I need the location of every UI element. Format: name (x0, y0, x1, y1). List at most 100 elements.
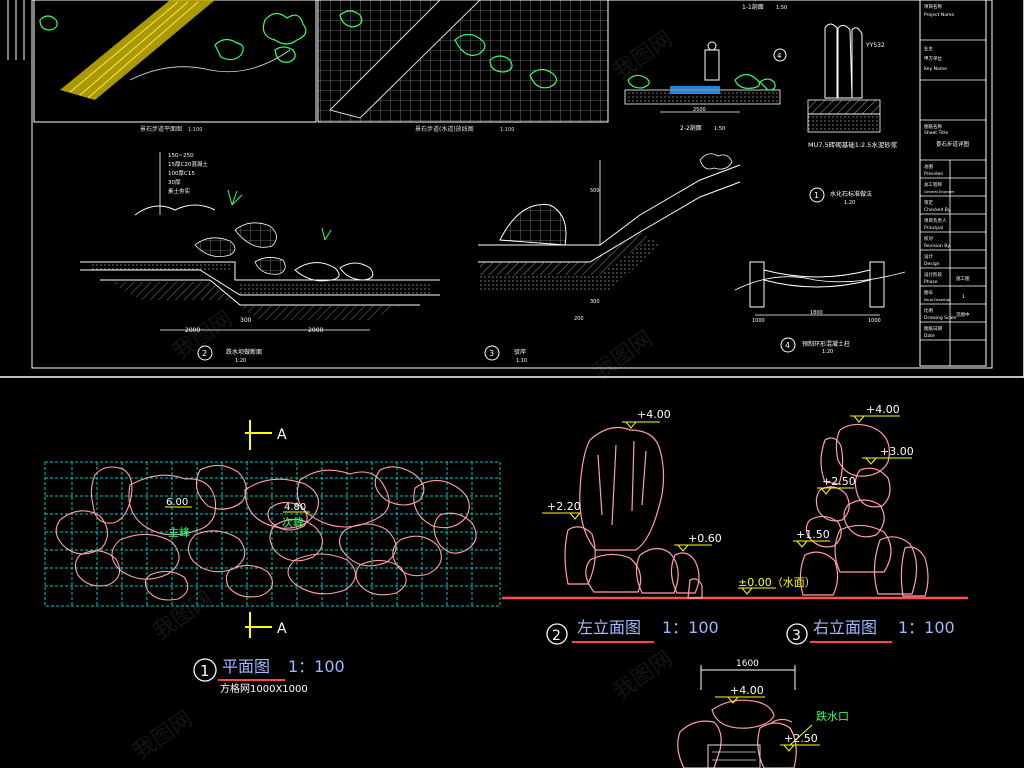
watermark-3: 我图网 (589, 327, 657, 385)
section-mark-a-top: A (277, 427, 287, 443)
stone-column-detail: MU7.5砖砌基础1:2.5水泥砂浆 YY532 1 水化石标准做法 1:20 (807, 23, 898, 206)
detail2-scale: 1:20 (235, 358, 246, 364)
detail3-num: 3 (489, 349, 494, 358)
right-elev-3: +3.00 (880, 445, 914, 458)
tb-10: 总工程师 (924, 181, 942, 188)
section-marker-bottom: A (245, 612, 287, 638)
right-elev-markers (793, 415, 912, 548)
cascade-width-dim: 1600 (736, 659, 759, 669)
detail3-title: 驳岸 (514, 348, 526, 356)
watermarks: 我图网 我图网 我图网 我图网 我图网 我图网 (129, 27, 677, 765)
section-22-scale: 1:50 (714, 126, 725, 132)
revet-dim-2: 200 (574, 316, 584, 322)
post-dim-0: 1800 (810, 310, 823, 316)
cascade-detail: 1600 +4.00 +2.50 跌水口 (677, 659, 849, 768)
section-mark-a-bottom: A (277, 621, 287, 637)
tb-6: Sheet Title (924, 130, 948, 136)
post-dim-1: 1000 (752, 318, 765, 324)
tb-1: Project Name (924, 12, 954, 18)
tb-4: Key Name (924, 66, 947, 72)
section-marker-top: A (245, 420, 287, 450)
tb-12: 审定 (924, 199, 933, 206)
detail-3-revetment: 500 300 200 3 驳岸 1:10 (478, 153, 741, 364)
tb-14: 项目负责人 (924, 217, 947, 224)
tb-29: 图纸日期 (924, 325, 942, 332)
left-elev-4: +4.00 (637, 408, 671, 421)
tb-23: 图号 (924, 290, 933, 296)
tb-27: Drawing Scale (924, 315, 956, 321)
detail4-num: 4 (785, 341, 790, 350)
detail-2-dam-section: 2000 300 2000 150~250 15厚C20混凝土 100厚C15 … (80, 152, 440, 364)
plan-label-second-peak: 次峰 (282, 515, 304, 529)
detail3-scale: 1:10 (516, 358, 527, 364)
tb-24: No.of Drawings (924, 298, 951, 302)
right-elev-1-5: +1.50 (796, 528, 830, 541)
water-level-label: ±0.00（水面） (738, 576, 816, 589)
tb-9: Presiden (924, 171, 943, 177)
title-block: 项目名称 Project Name 业主 甲方单位 Key Name 图纸名称 … (919, 0, 987, 367)
post-dim-2: 1000 (868, 318, 881, 324)
stone-dim: YY532 (865, 42, 885, 49)
stone-path-grid-plan: 景石步道(水道)放线图 1:100 (317, 0, 609, 133)
detail4-scale: 1:20 (822, 349, 833, 355)
left-elev-2-2: +2.20 (547, 500, 581, 513)
section-22-title: 2-2剖面 (680, 124, 702, 132)
tb-11: General Engineer (924, 190, 955, 194)
plan-elev-second: 4.80 (284, 502, 306, 513)
left-elev-scale: 1：100 (662, 618, 719, 637)
revet-dim-1: 300 (590, 299, 600, 305)
cascade-elev-2-5: +2.50 (784, 732, 818, 745)
tb-21: Phase (924, 279, 938, 285)
top-drawing-sheet: 景石步道平面图 1:100 景石步道(水道)放线图 1:100 1-1剖面 1:… (0, 0, 1024, 378)
dam-layer-0: 150~250 (168, 153, 194, 159)
detail2-num: 2 (202, 349, 207, 358)
tb-7: 景石步道详图 (936, 140, 970, 148)
left-elev-title: 左立面图 (577, 618, 641, 637)
revet-dim-0: 500 (590, 188, 600, 194)
left-elev-markers (542, 421, 776, 595)
tb-26: 比例 (924, 307, 933, 314)
grid-plan-title: 景石步道(水道)放线图 (415, 125, 474, 133)
detail2-title: 跌水坝做断面 (226, 348, 262, 356)
tb-28: 见图中 (956, 311, 970, 318)
tb-19: Design (924, 261, 940, 267)
tb-3: 甲方单位 (924, 55, 942, 62)
tb-20: 设计阶段 (924, 271, 942, 278)
stone-scale: 1:20 (844, 200, 855, 206)
right-elev-num: 3 (792, 628, 801, 644)
tb-16: 校对 (924, 235, 933, 242)
watermark-6: 我图网 (129, 707, 197, 765)
tb-30: Date (924, 333, 935, 339)
grid-plan-scale: 1:100 (500, 127, 514, 133)
detail4-title: 预制环形混凝土柱 (802, 340, 850, 348)
right-elev-title: 右立面图 (813, 618, 877, 637)
tb-22: 施工图 (956, 275, 970, 282)
svg-text:4: 4 (777, 52, 782, 60)
plan-rocks (55, 464, 477, 601)
stone-title: 水化石标准做法 (830, 190, 872, 198)
section-11-scale: 1:50 (776, 5, 787, 11)
plan-grid-note: 方格网1000X1000 (220, 682, 308, 695)
tb-18: 设计 (924, 253, 933, 260)
cascade-outlet-label: 跌水口 (816, 709, 849, 723)
right-elevation: +4.00 +3.00 +2.50 +1.50 3 右立面图 1：100 (786, 403, 955, 645)
plan-view-num: 1 (200, 662, 210, 680)
plan-view: 主峰 次峰 6.00 4.80 1 平面图 1：100 方格网1000X1000 (44, 461, 501, 695)
right-elev-2-5: +2.50 (822, 475, 856, 488)
dam-layer-4: 素土夯实 (168, 187, 191, 195)
section-11-title: 1-1剖面 (742, 3, 764, 11)
right-elev-4: +4.00 (866, 403, 900, 416)
tb-15: Principal (924, 225, 943, 231)
plan-scale: 1:100 (188, 127, 202, 133)
tb-25: 1 (962, 294, 965, 300)
tb-17: Revision By (924, 243, 950, 249)
stone-material-note: MU7.5砖砌基础1:2.5水泥砂浆 (808, 140, 898, 149)
dam-layer-1: 15厚C20混凝土 (168, 160, 208, 168)
detail1-num: 1 (814, 191, 819, 200)
tb-5: 图纸名称 (924, 123, 942, 130)
dam-dim-a: 2000 (185, 327, 200, 334)
dam-layer-3: 30厚 (168, 179, 181, 186)
right-elev-scale: 1：100 (898, 618, 955, 637)
tb-0: 项目名称 (924, 3, 942, 10)
